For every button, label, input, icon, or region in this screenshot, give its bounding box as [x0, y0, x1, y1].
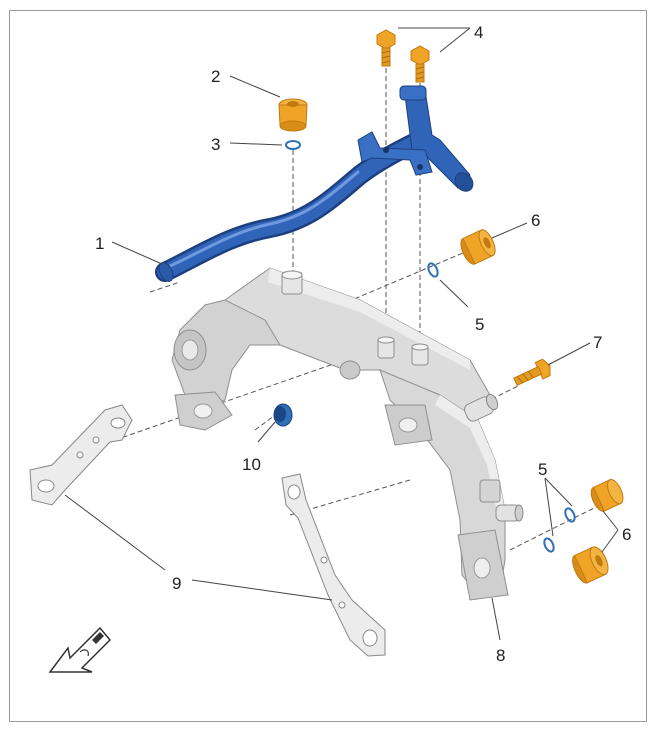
callout-4: 4 [474, 23, 483, 42]
sealing-plug-top [278, 98, 308, 132]
callout-10: 10 [242, 455, 261, 474]
mounting-bolt [376, 29, 396, 67]
coolant-pipe [155, 85, 474, 282]
callout-1: 1 [95, 234, 104, 253]
callout-6-upper: 6 [531, 211, 540, 230]
diagram-frame [9, 10, 647, 722]
callout-3: 3 [211, 135, 220, 154]
o-ring-seal [285, 140, 301, 150]
callout-5-upper: 5 [475, 315, 484, 334]
sealing-plug-right [460, 229, 496, 265]
callout-7: 7 [593, 333, 602, 352]
callout-6-lower: 6 [622, 525, 631, 544]
o-ring-seal [543, 537, 555, 553]
port-seal [273, 403, 293, 427]
side-bolt [513, 358, 551, 387]
callout-2: 2 [211, 67, 220, 86]
sealing-plug-lower-1 [590, 479, 624, 512]
callout-5-lower: 5 [538, 460, 547, 479]
leader-lines [64, 27, 619, 641]
sealing-plug-lower-2 [572, 546, 609, 584]
o-ring-seal [427, 262, 439, 278]
gasket-center [281, 473, 386, 657]
mounting-bolt [410, 45, 430, 83]
callout-8: 8 [496, 646, 505, 665]
coolant-manifold-housing [171, 267, 524, 601]
callout-9: 9 [172, 574, 181, 593]
o-ring-seal [564, 507, 576, 523]
front-direction-arrow-icon [48, 626, 112, 673]
gasket-left [29, 404, 133, 506]
callouts: 1 2 3 4 5 5 6 6 7 8 9 10 [95, 23, 631, 665]
